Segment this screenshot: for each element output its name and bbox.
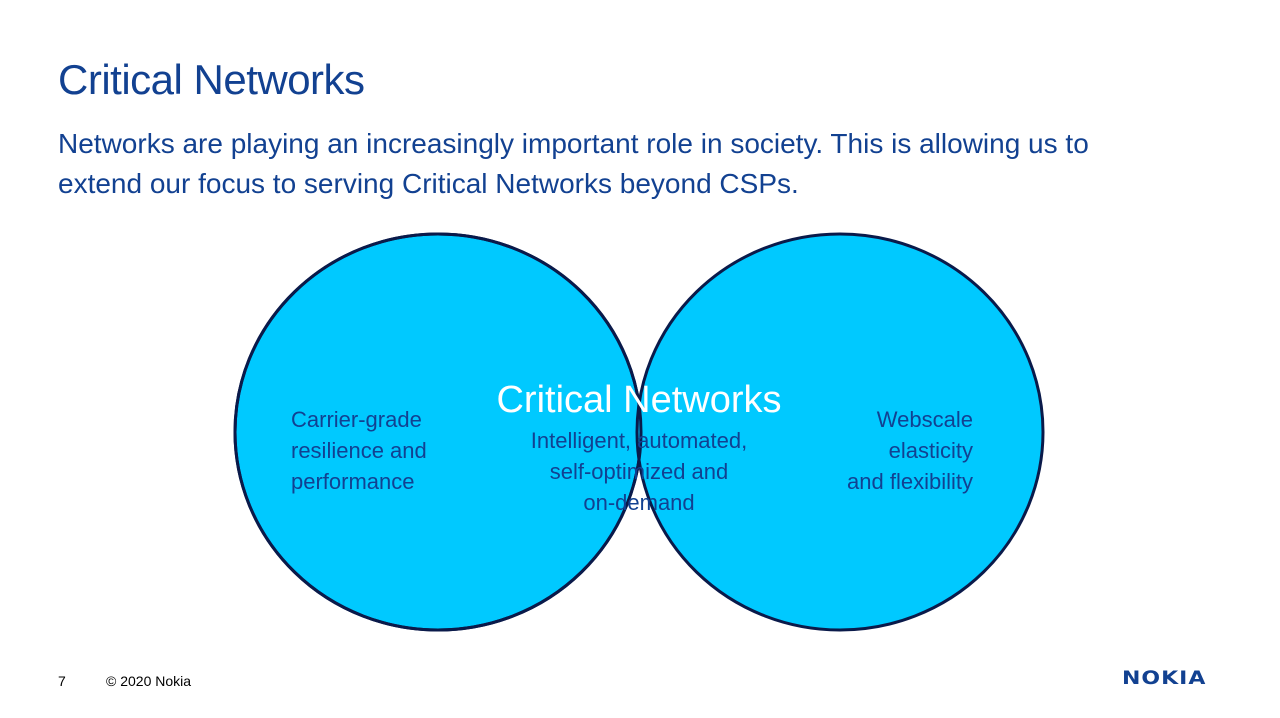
venn-right-circle: [635, 232, 1045, 632]
page-title: Critical Networks: [58, 56, 365, 103]
venn-left-label: Carrier-grade resilience and performance: [291, 407, 427, 494]
venn-right-line-1: Webscale: [877, 407, 973, 432]
nokia-logo: NOKIA: [1122, 668, 1207, 690]
page-number: 7: [58, 673, 66, 689]
copyright-text: © 2020 Nokia: [106, 673, 192, 689]
venn-center-title: Critical Networks: [496, 379, 781, 421]
subtitle-line-2: extend our focus to serving Critical Net…: [58, 168, 799, 199]
subtitle-line-1: Networks are playing an increasingly imp…: [58, 128, 1089, 159]
venn-left-line-3: performance: [291, 469, 415, 494]
venn-left-outline: [233, 232, 643, 632]
venn-right-line-2: elasticity: [889, 438, 973, 463]
venn-right-line-3: and flexibility: [847, 469, 973, 494]
venn-left-line-1: Carrier-grade: [291, 407, 422, 432]
venn-center-line-2: self-optimized and: [550, 459, 729, 484]
venn-center-label: Critical Networks Intelligent, automated…: [496, 379, 781, 515]
venn-center-line-3: on-demand: [583, 490, 694, 515]
venn-right-label: Webscale elasticity and flexibility: [847, 407, 973, 494]
page-subtitle: Networks are playing an increasingly imp…: [58, 124, 1208, 204]
venn-left-line-2: resilience and: [291, 438, 427, 463]
venn-center-line-1: Intelligent, automated,: [531, 428, 747, 453]
